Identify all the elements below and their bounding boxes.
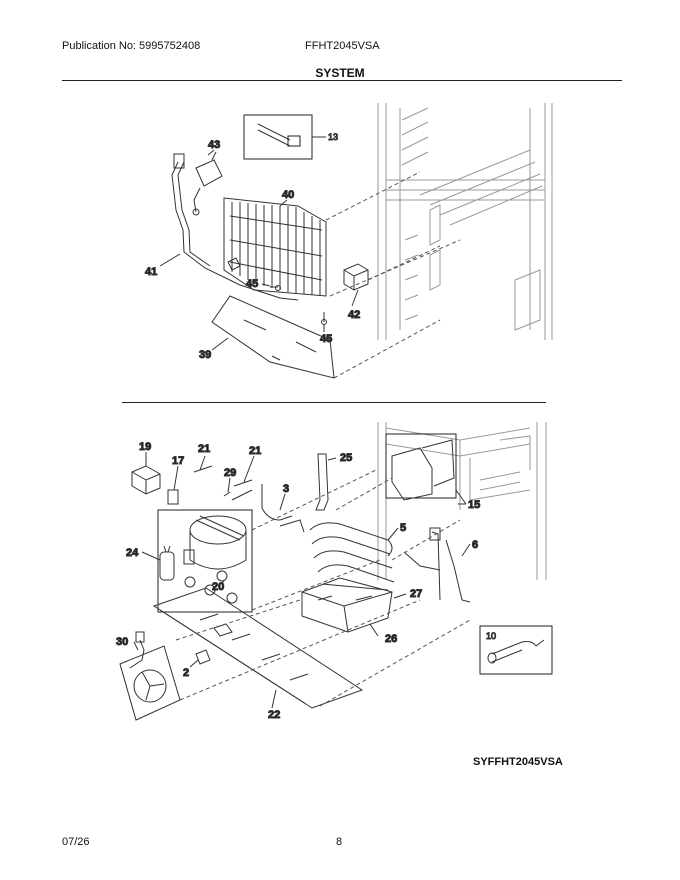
- label-10: 10: [486, 631, 496, 641]
- part-43-control: [192, 149, 223, 216]
- label-6: 6: [472, 539, 478, 551]
- label-17: 17: [172, 455, 184, 467]
- part-29-tube: [223, 489, 253, 501]
- leader-lines-bottom: [133, 452, 471, 709]
- part-2-clip: [195, 649, 211, 665]
- part-20-grommets: [184, 570, 238, 604]
- footer-date: 07/26: [62, 836, 90, 848]
- part-26-drain-pan: [301, 577, 393, 633]
- part-41-tubing: [171, 153, 299, 301]
- label-5: 5: [400, 522, 406, 534]
- part-15-inset: [385, 433, 467, 505]
- label-24: 24: [126, 547, 139, 559]
- cabinet-outline-bottom: [377, 422, 547, 580]
- model-number: FFHT2045VSA: [305, 40, 380, 52]
- part-45-clips: [227, 257, 327, 325]
- label-15: 15: [468, 499, 480, 511]
- label-41: 41: [145, 266, 157, 278]
- section-title: SYSTEM: [315, 66, 365, 80]
- part-3-tube: [261, 484, 305, 533]
- part-22-base: [152, 587, 364, 709]
- label-45-a: 45: [246, 278, 258, 290]
- cabinet-outline-top: [377, 103, 553, 340]
- label-21-b: 21: [249, 445, 261, 457]
- assembly-lines-top: [325, 171, 461, 379]
- header-rule: [62, 80, 622, 81]
- label-39: 39: [199, 349, 211, 361]
- part-42-relay: [343, 263, 369, 291]
- label-25: 25: [340, 452, 352, 464]
- label-13: 13: [328, 132, 338, 142]
- section-divider: [122, 402, 546, 403]
- label-42: 42: [348, 309, 360, 321]
- part-10-inset: [479, 625, 553, 675]
- part-13-inset: [243, 114, 326, 160]
- label-21-a: 21: [198, 443, 210, 455]
- part-19-relay: [131, 465, 161, 495]
- part-21-clips: [193, 465, 253, 487]
- label-45-b: 45: [320, 333, 332, 345]
- part-5-condenser: [309, 522, 395, 591]
- label-3: 3: [283, 483, 289, 495]
- part-17-overload: [167, 489, 179, 505]
- leader-lines-top: [159, 151, 359, 351]
- part-40-evaporator: [223, 197, 327, 297]
- part-6-harness: [403, 527, 471, 603]
- part-25-drain-tube: [315, 453, 329, 511]
- compressor: [183, 515, 247, 570]
- label-43: 43: [208, 139, 220, 151]
- label-29: 29: [224, 467, 236, 479]
- assembly-lines-bottom: [175, 469, 471, 707]
- label-26: 26: [385, 633, 397, 645]
- footer-page-number: 8: [336, 836, 343, 848]
- label-27: 27: [410, 588, 422, 600]
- label-2: 2: [183, 667, 189, 679]
- compressor-frame: [157, 509, 253, 613]
- label-20: 20: [212, 581, 224, 593]
- label-19: 19: [139, 441, 151, 453]
- diagram-code: SYFFHT2045VSA: [473, 756, 563, 768]
- label-22: 22: [268, 709, 280, 721]
- label-30: 30: [116, 636, 128, 648]
- part-39-cover: [211, 295, 335, 379]
- label-40: 40: [282, 189, 294, 201]
- publication-number: Publication No: 5995752408: [62, 40, 201, 52]
- part-24-capacitor: [159, 545, 175, 581]
- part-30-fan: [119, 631, 181, 721]
